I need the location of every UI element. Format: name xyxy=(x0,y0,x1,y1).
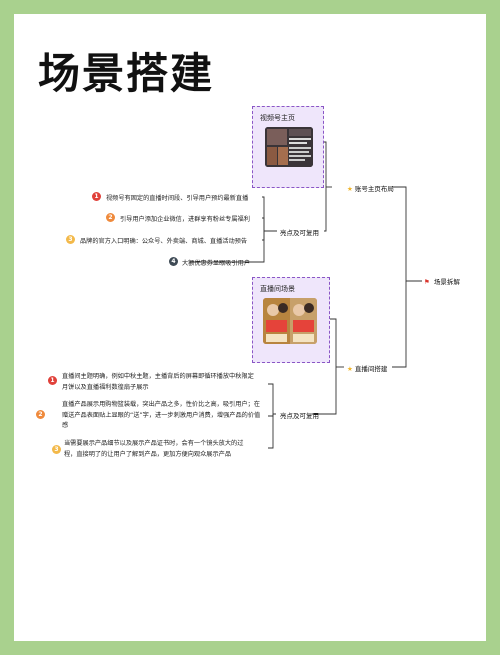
live-image-label: 直播间场景 xyxy=(260,285,295,293)
star-icon: ★ xyxy=(347,185,353,193)
star-icon: ★ xyxy=(347,365,353,373)
root-node: ⚑场景拆解 xyxy=(424,278,460,286)
badge-1: 1 xyxy=(92,192,101,201)
badge-3: 3 xyxy=(66,235,75,244)
branch-live-node: ★直播间搭建 xyxy=(347,365,388,373)
badge-3: 3 xyxy=(52,445,61,454)
live-highlights-node: 亮点及可复用 xyxy=(280,412,319,420)
live-room-image xyxy=(263,298,317,344)
live-item-3: 当需要展示产品细节以及展示产品证书时，会有一个镜头放大的过 程，直接明了的让用户… xyxy=(64,439,274,460)
mindmap-card: 场景搭建 ⚑场景拆解 ★账号主页布局 xyxy=(14,14,486,641)
account-highlights-node: 亮点及可复用 xyxy=(280,229,319,237)
account-image-box: 视频号主页 xyxy=(252,106,324,188)
live-item-2-line-3: 感 xyxy=(62,422,69,429)
live-item-1-line-2: 月饼以及直播福利数徨扇子展示 xyxy=(62,383,149,391)
branch-account-node: ★账号主页布局 xyxy=(347,185,394,193)
live-item-2-line-2: 赠送产品表面贴上显眼的“送”字，进一步刺激用户消费，增强产品的价值 xyxy=(62,411,261,419)
live-item-2-line-1: 直播产品展示用购物篮装载，突出产品之多，性价比之高，吸引用户；在 xyxy=(62,401,260,408)
live-item-3-line-1: 当需要展示产品细节以及展示产品证书时，会有一个镜头放大的过 xyxy=(64,440,244,447)
live-image-box: 直播间场景 xyxy=(252,277,330,363)
account-item-2: 引导用户添加企业微信，进群享有粉丝专属福利 xyxy=(120,216,250,223)
live-room-thumbnail xyxy=(263,298,317,344)
account-item-3: 品牌的官方入口明确：公众号、外卖端、商城、直播活动预告 xyxy=(80,238,248,245)
badge-1: 1 xyxy=(48,376,57,385)
page-title: 场景搭建 xyxy=(38,49,215,98)
account-item-1: 视频号有固定的直播时间段、引导用户预约最新直播 xyxy=(106,195,249,202)
account-image-label: 视频号主页 xyxy=(260,114,295,122)
connector-lines xyxy=(190,141,422,449)
account-homepage-image xyxy=(265,127,313,167)
badge-2: 2 xyxy=(106,213,115,222)
live-item-1-line-1: 直播间主题明确，例如中秋主题，主播背后的屏幕即循环播放中秋限定 xyxy=(62,373,254,380)
account-homepage-thumbnail xyxy=(265,127,313,167)
live-item-1: 直播间主题明确，例如中秋主题，主播背后的屏幕即循环播放中秋限定 月饼以及直播福利… xyxy=(62,372,272,393)
badge-2: 2 xyxy=(36,410,45,419)
live-item-3-line-2: 程，直接明了的让用户了解到产品，更加方便向观众展示产品 xyxy=(64,450,232,458)
account-item-4: 大额优惠券显眼吸引用户 xyxy=(182,260,251,267)
badge-4: 4 xyxy=(169,257,178,266)
red-flag-icon: ⚑ xyxy=(424,278,430,286)
live-item-2: 直播产品展示用购物篮装载，突出产品之多，性价比之高，吸引用户；在 赠送产品表面贴… xyxy=(62,400,272,432)
